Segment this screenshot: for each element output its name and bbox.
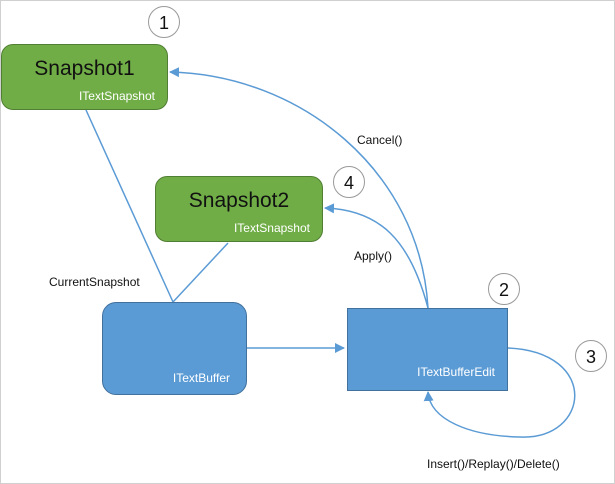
snapshot1-type: ITextSnapshot (78, 89, 155, 103)
text-buffer-edit-label: ITextBufferEdit (417, 365, 495, 379)
edit-operations-label: Insert()/Replay()/Delete() (427, 457, 560, 471)
apply-label: Apply() (354, 249, 393, 263)
cancel-arrow (169, 67, 429, 309)
text-buffer-label: ITextBuffer (172, 371, 230, 385)
snapshot2-type: ITextSnapshot (233, 221, 310, 235)
step-badge-1: 1 (148, 6, 180, 38)
step-badge-2: 2 (488, 273, 520, 305)
text-buffer-edit-node: ITextBufferEdit (347, 308, 508, 391)
snapshot2-to-buffer-line (172, 242, 229, 303)
snapshot2-node: Snapshot2 ITextSnapshot (155, 176, 323, 242)
cancel-label: Cancel() (357, 133, 403, 147)
apply-arrow (324, 203, 429, 309)
edit-loop-arrow (423, 347, 576, 438)
step-badge-4: 4 (333, 166, 365, 198)
snapshot1-title: Snapshot1 (34, 57, 135, 80)
text-buffer-node: ITextBuffer (102, 302, 247, 395)
snapshot1-node: Snapshot1 ITextSnapshot (1, 44, 168, 110)
snapshot1-to-buffer-line (85, 109, 174, 303)
step-badge-3: 3 (575, 340, 607, 372)
current-snapshot-label: CurrentSnapshot (49, 275, 140, 289)
snapshot2-title: Snapshot2 (188, 189, 290, 212)
